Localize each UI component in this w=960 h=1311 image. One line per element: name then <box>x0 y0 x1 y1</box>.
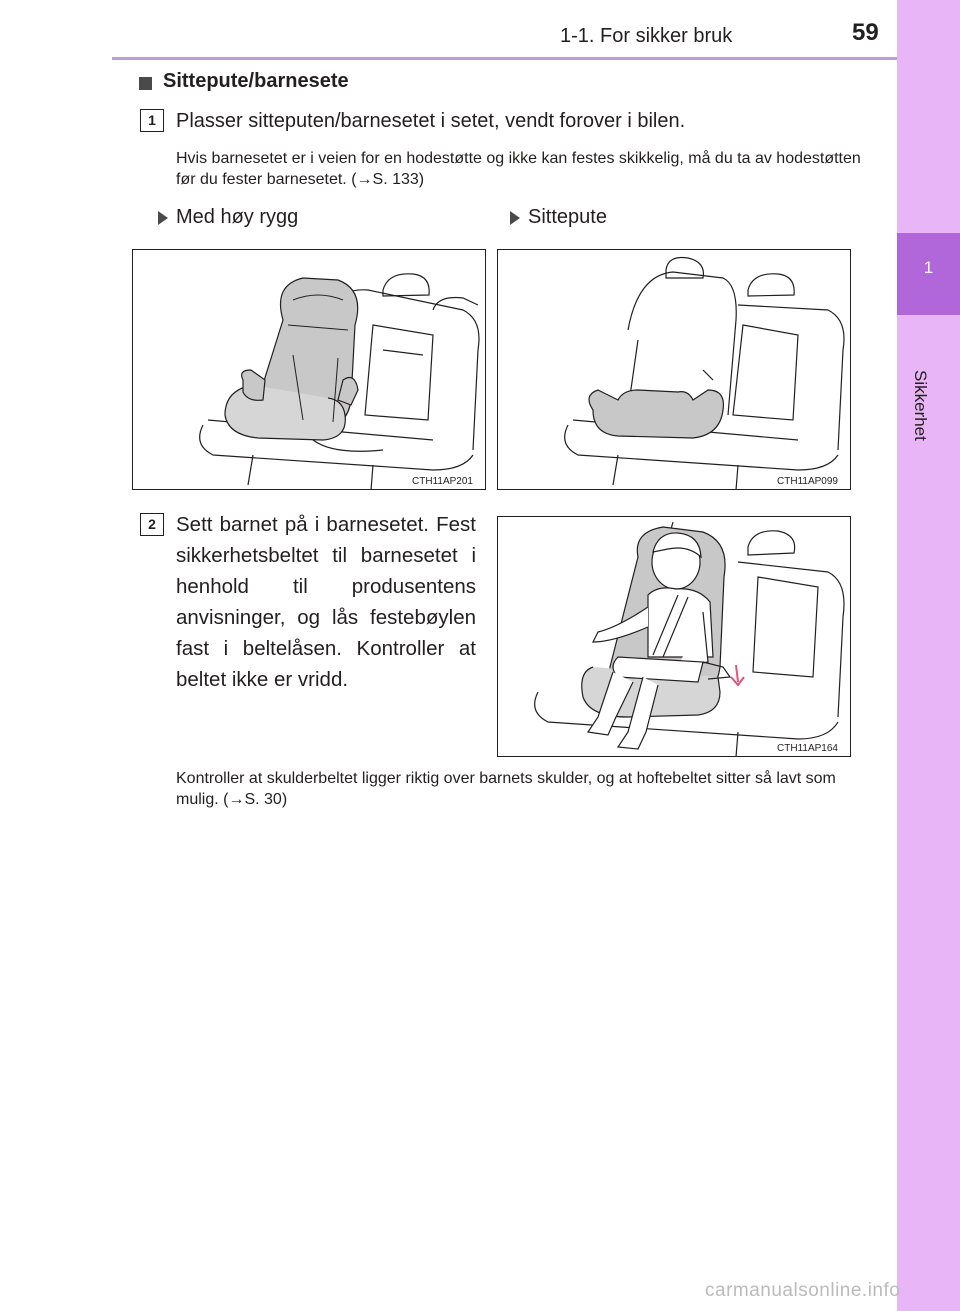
section-title: 1-1. For sikker bruk <box>560 25 733 47</box>
figure-booster-cushion: CTH11AP099 <box>497 249 851 490</box>
figure-high-back-seat: CTH11AP201 <box>132 249 486 490</box>
triangle-bullet-icon <box>158 211 168 225</box>
chapter-number: 1 <box>923 258 934 277</box>
watermark-text: carmanualsonline.info <box>705 1280 901 1301</box>
figure-label-booster: Sittepute <box>528 206 607 228</box>
seat-illustration-booster: CTH11AP099 <box>564 256 845 489</box>
step2-note: Kontroller at skulderbeltet ligger rikti… <box>176 770 836 808</box>
child-seated-illustration: CTH11AP164 <box>534 521 845 756</box>
step-number-2: 2 <box>140 513 164 536</box>
step1-text: Plasser sitteputen/barnesetet i setet, v… <box>176 110 686 132</box>
chapter-label: Sikkerhet <box>911 370 930 441</box>
step-number-1: 1 <box>140 109 164 132</box>
step1-note: Hvis barnesetet er i veien for en hodest… <box>176 150 861 188</box>
figure-code-step2: CTH11AP164 <box>777 743 838 754</box>
section-heading: Sittepute/barnesete <box>163 70 349 92</box>
seat-illustration-high-back: CTH11AP201 <box>199 273 480 489</box>
chapter-tab[interactable] <box>897 233 960 315</box>
figure-child-in-seat: CTH11AP164 <box>497 516 851 757</box>
triangle-bullet-icon <box>510 211 520 225</box>
heading-bullet-icon <box>139 77 152 90</box>
figure-label-high-back: Med høy rygg <box>176 206 299 228</box>
side-tab-background <box>897 0 960 1311</box>
figure-code-right: CTH11AP099 <box>777 476 838 487</box>
figure-code-left: CTH11AP201 <box>412 476 473 487</box>
step2-text: Sett barnet på i barnesetet. Fest sikker… <box>176 513 476 691</box>
page-number: 59 <box>852 19 879 46</box>
header-divider <box>112 57 897 60</box>
